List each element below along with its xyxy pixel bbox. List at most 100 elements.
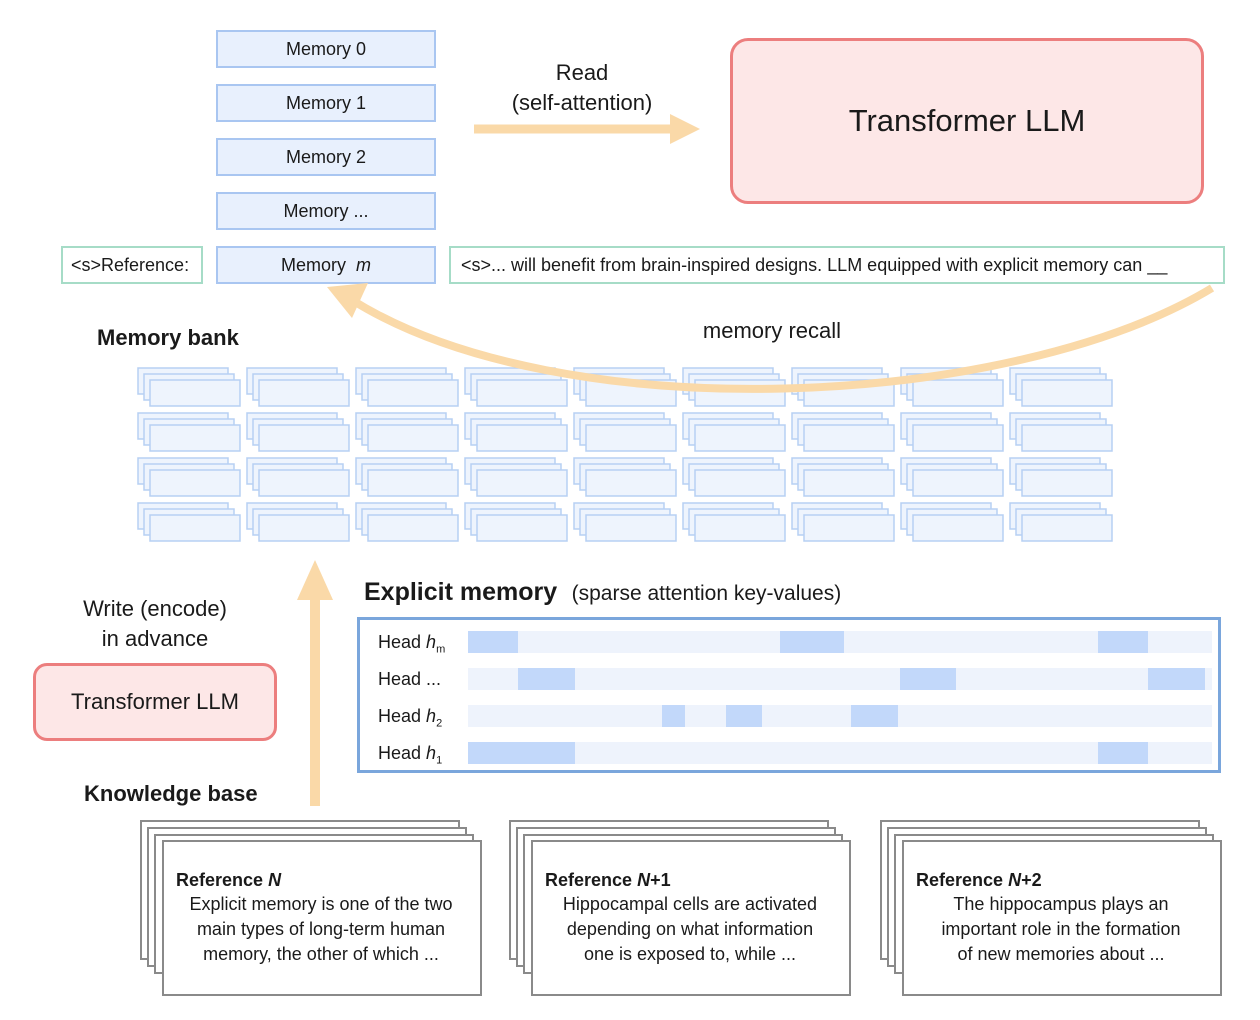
memory-bank-block xyxy=(585,469,677,497)
head-label-text: Head xyxy=(378,706,427,726)
memory-bank-label: Memory bank xyxy=(97,325,239,350)
reference-line: Explicit memory is one of the two xyxy=(189,894,453,914)
head-row-ellipsis: Head ... xyxy=(360,664,1218,694)
head-track-h2 xyxy=(468,705,1212,727)
explicit-memory-heading: Explicit memory (sparse attention key-va… xyxy=(364,578,841,607)
attention-segment xyxy=(726,705,762,727)
head-row-hm: Head hm xyxy=(360,627,1218,657)
memory-slot-1: Memory 1 xyxy=(216,84,436,122)
memory-bank-block xyxy=(258,469,350,497)
head-var: h xyxy=(426,706,437,726)
write-label: Write (encode) in advance xyxy=(60,594,250,654)
memory-slot-0: Memory 0 xyxy=(216,30,436,68)
memory-bank-block xyxy=(585,424,677,452)
memory-bank-block xyxy=(912,424,1004,452)
knowledge-base-label: Knowledge base xyxy=(84,781,258,806)
reference-sheet-front: Reference N+2 The hippocampus plays an i… xyxy=(902,840,1222,996)
head-label-text: Head ... xyxy=(378,669,442,689)
memory-bank-block xyxy=(149,424,241,452)
head-label-text: Head xyxy=(378,632,427,652)
memory-recall-label: memory recall xyxy=(702,318,842,343)
memory-bank-block xyxy=(912,469,1004,497)
attention-segment xyxy=(662,705,685,727)
attention-segment xyxy=(1098,631,1148,653)
write-label-line2: in advance xyxy=(101,626,209,651)
attention-segment xyxy=(468,742,575,764)
memory-recall-arrow xyxy=(327,283,1215,393)
attention-segment xyxy=(518,668,575,690)
attention-segment xyxy=(1148,668,1205,690)
memory-slot-ellipsis: Memory ... xyxy=(216,192,436,230)
head-track-ellipsis xyxy=(468,668,1212,690)
reference-title: Reference N+2 xyxy=(916,870,1042,890)
reference-line: memory, the other of which ... xyxy=(203,944,439,964)
attention-heads-panel: Head hm Head ... Head h2 Head h1 xyxy=(357,617,1221,773)
head-label-text: Head xyxy=(378,743,427,763)
memory-bank-block xyxy=(585,514,677,542)
memory-bank-block xyxy=(149,514,241,542)
memory-bank-block xyxy=(149,469,241,497)
memory-bank-block xyxy=(258,379,350,407)
attention-segment xyxy=(851,705,898,727)
memory-bank-block xyxy=(803,514,895,542)
attention-segment xyxy=(780,631,844,653)
reference-line: one is exposed to, while ... xyxy=(583,944,797,964)
context-text-box: <s>... will benefit from brain-inspired … xyxy=(449,246,1225,284)
memory-bank-block xyxy=(476,514,568,542)
memory-slot-m-prefix: Memory xyxy=(280,254,351,275)
memory-bank-block xyxy=(1021,514,1113,542)
attention-segment xyxy=(900,668,956,690)
read-label: Read (self-attention) xyxy=(482,58,682,118)
reference-line: main types of long-term human xyxy=(196,919,446,939)
memory-bank-block xyxy=(258,514,350,542)
reference-prompt-box: <s>Reference: xyxy=(61,246,203,284)
memory-bank-block xyxy=(1021,379,1113,407)
reference-line: depending on what information xyxy=(566,919,814,939)
reference-line: The hippocampus plays an xyxy=(953,894,1169,914)
attention-segment xyxy=(468,631,518,653)
write-arrow xyxy=(297,560,333,806)
memory-bank-block xyxy=(476,379,568,407)
memory-bank-block xyxy=(367,514,459,542)
read-label-line1: Read xyxy=(555,60,609,85)
memory-slot-m-var: m xyxy=(356,254,371,275)
explicit-memory-subtitle: (sparse attention key-values) xyxy=(571,582,842,605)
reference-body: The hippocampus plays an important role … xyxy=(916,892,1206,967)
memory-bank-block xyxy=(694,424,786,452)
read-label-line2: (self-attention) xyxy=(511,90,653,115)
head-row-h1: Head h1 xyxy=(360,738,1218,768)
head-var: h xyxy=(426,632,437,652)
reference-body: Hippocampal cells are activated dependin… xyxy=(545,892,835,967)
head-row-h2: Head h2 xyxy=(360,701,1218,731)
transformer-llm-bottom: Transformer LLM xyxy=(33,663,277,741)
head-label-h1: Head h1 xyxy=(378,738,442,776)
reference-card-n1: Reference N+1 Hippocampal cells are acti… xyxy=(509,820,851,996)
reference-body: Explicit memory is one of the two main t… xyxy=(176,892,466,967)
head-label-ellipsis: Head ... xyxy=(378,664,441,694)
explicit-memory-title: Explicit memory xyxy=(364,578,558,606)
head-track-h1 xyxy=(468,742,1212,764)
memory-bank-block xyxy=(258,424,350,452)
memory-slot-m: Memory m xyxy=(216,246,436,284)
reference-sheet-front: Reference N+1 Hippocampal cells are acti… xyxy=(531,840,851,996)
transformer-llm-top: Transformer LLM xyxy=(730,38,1204,204)
memory-slot-2: Memory 2 xyxy=(216,138,436,176)
reference-line: of new memories about ... xyxy=(957,944,1165,964)
reference-title: Reference N xyxy=(176,870,282,890)
head-label-h2: Head h2 xyxy=(378,701,442,739)
memory-bank-block xyxy=(912,379,1004,407)
memory-bank-block xyxy=(149,379,241,407)
reference-card-n: Reference N Explicit memory is one of th… xyxy=(140,820,482,996)
memory-bank-block xyxy=(367,469,459,497)
reference-title: Reference N+1 xyxy=(545,870,671,890)
head-track-hm xyxy=(468,631,1212,653)
attention-segment xyxy=(1098,742,1148,764)
memory-bank-block xyxy=(476,469,568,497)
head-sub: 1 xyxy=(436,754,443,767)
memory-bank-block xyxy=(367,424,459,452)
head-label-hm: Head hm xyxy=(378,627,445,665)
head-sub: m xyxy=(436,643,446,656)
memory-bank-block xyxy=(803,424,895,452)
